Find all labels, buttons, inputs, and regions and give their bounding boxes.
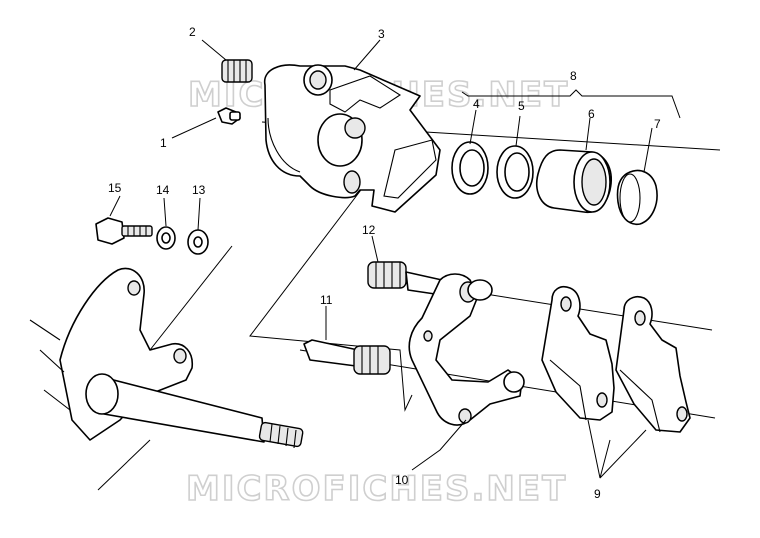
flat-washer — [187, 229, 209, 255]
callout-1: 1 — [160, 136, 167, 150]
threaded-plug — [221, 59, 253, 83]
callout-11: 11 — [320, 293, 333, 307]
square-seal — [451, 141, 489, 195]
piston-cap — [616, 169, 658, 226]
axle-shaft — [85, 373, 304, 491]
bleeder-screw — [217, 107, 241, 125]
callout-14: 14 — [156, 183, 170, 197]
callout-leaders — [109, 39, 653, 479]
callout-7: 7 — [654, 117, 661, 131]
brake-pad-outer — [615, 295, 691, 433]
callout-12: 12 — [362, 223, 376, 237]
caliper-body — [264, 64, 441, 213]
callout-8: 8 — [570, 69, 577, 83]
callout-6: 6 — [588, 107, 595, 121]
callout-4: 4 — [473, 97, 480, 111]
callout-3: 3 — [378, 27, 385, 41]
mounting-bolt — [95, 217, 153, 245]
callout-15: 15 — [108, 181, 122, 195]
watermark-bottom: MICROFICHES.NET — [186, 469, 567, 509]
callout-9: 9 — [594, 487, 601, 501]
slide-pin-lower — [303, 339, 391, 375]
callout-5: 5 — [518, 99, 525, 113]
callout-bracket-8 — [461, 89, 681, 119]
callout-10: 10 — [395, 473, 409, 487]
brake-pad-inner — [541, 285, 615, 421]
lock-washer — [156, 226, 176, 250]
dust-seal — [496, 145, 534, 199]
callout-13: 13 — [192, 183, 206, 197]
piston — [536, 149, 612, 214]
callout-2: 2 — [189, 25, 196, 39]
caliper-bracket — [408, 273, 525, 426]
